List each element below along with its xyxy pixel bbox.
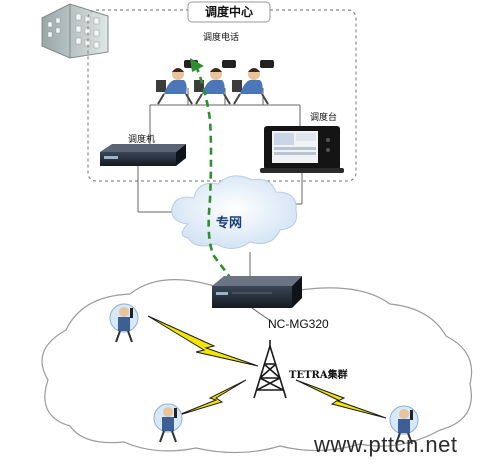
handheld-radio-user-icon — [153, 403, 183, 443]
dispatcher-server-icon — [100, 144, 186, 166]
dispatch-console-icon — [260, 126, 344, 173]
watermark-text: www.pttcn.net — [314, 432, 458, 457]
dispatch-center-title: 调度中心 — [204, 5, 253, 19]
network-cloud-icon — [171, 175, 298, 249]
handheld-radio-user-icon — [389, 405, 419, 445]
call-path-arrow — [194, 65, 234, 281]
tetra-cluster-label: TETRA集群 — [289, 370, 348, 381]
building-icon — [41, 3, 109, 59]
operator-icon — [194, 60, 236, 105]
dispatcher-label: 调度机 — [128, 135, 156, 145]
gateway-device-icon — [212, 276, 302, 308]
private-network-label: 专网 — [216, 216, 243, 231]
dispatch-phones-label: 调度电话 — [203, 33, 240, 43]
handheld-radio-user-icon — [109, 303, 139, 343]
radio-tower-icon — [253, 340, 287, 399]
operator-icon — [232, 60, 274, 105]
gateway-label: NC-MG320 — [268, 317, 329, 331]
dispatch-console-label: 调度台 — [310, 113, 338, 123]
operator-icon — [156, 60, 198, 105]
